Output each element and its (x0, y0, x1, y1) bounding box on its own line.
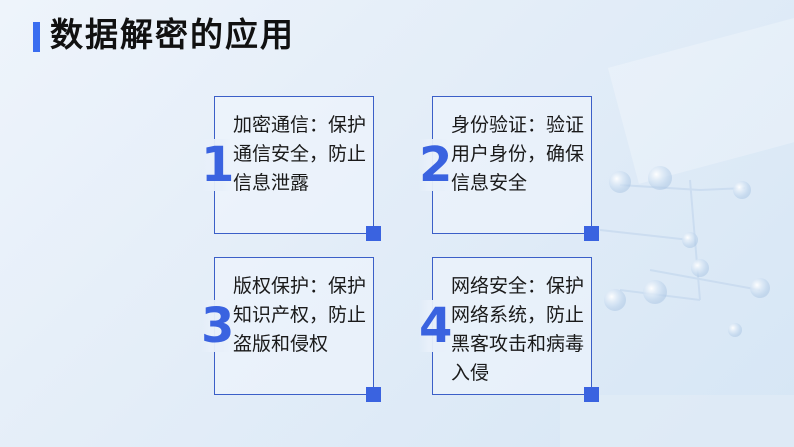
card-number: 1 (201, 137, 235, 193)
card-3: 3 版权保护：保护知识产权，防止盗版和侵权 (201, 257, 381, 402)
card-number: 3 (201, 298, 235, 354)
corner-square-decoration (584, 226, 599, 241)
corner-square-decoration (366, 387, 381, 402)
card-text: 身份验证：验证用户身份，确保信息安全 (451, 114, 585, 194)
card-number: 2 (419, 137, 453, 193)
card-4: 4 网络安全：保护网络系统，防止黑客攻击和病毒入侵 (419, 257, 599, 402)
title-accent-bar (33, 22, 40, 52)
card-2: 2 身份验证：验证用户身份，确保信息安全 (419, 96, 599, 241)
card-text: 网络安全：保护网络系统，防止黑客攻击和病毒入侵 (451, 275, 585, 384)
card-text: 版权保护：保护知识产权，防止盗版和侵权 (233, 275, 367, 355)
page-title: 数据解密的应用 (50, 15, 295, 54)
corner-square-decoration (366, 226, 381, 241)
card-text: 加密通信：保护通信安全，防止信息泄露 (233, 114, 367, 194)
card-1: 1 加密通信：保护通信安全，防止信息泄露 (201, 96, 381, 241)
corner-square-decoration (584, 387, 599, 402)
card-number: 4 (419, 298, 453, 354)
